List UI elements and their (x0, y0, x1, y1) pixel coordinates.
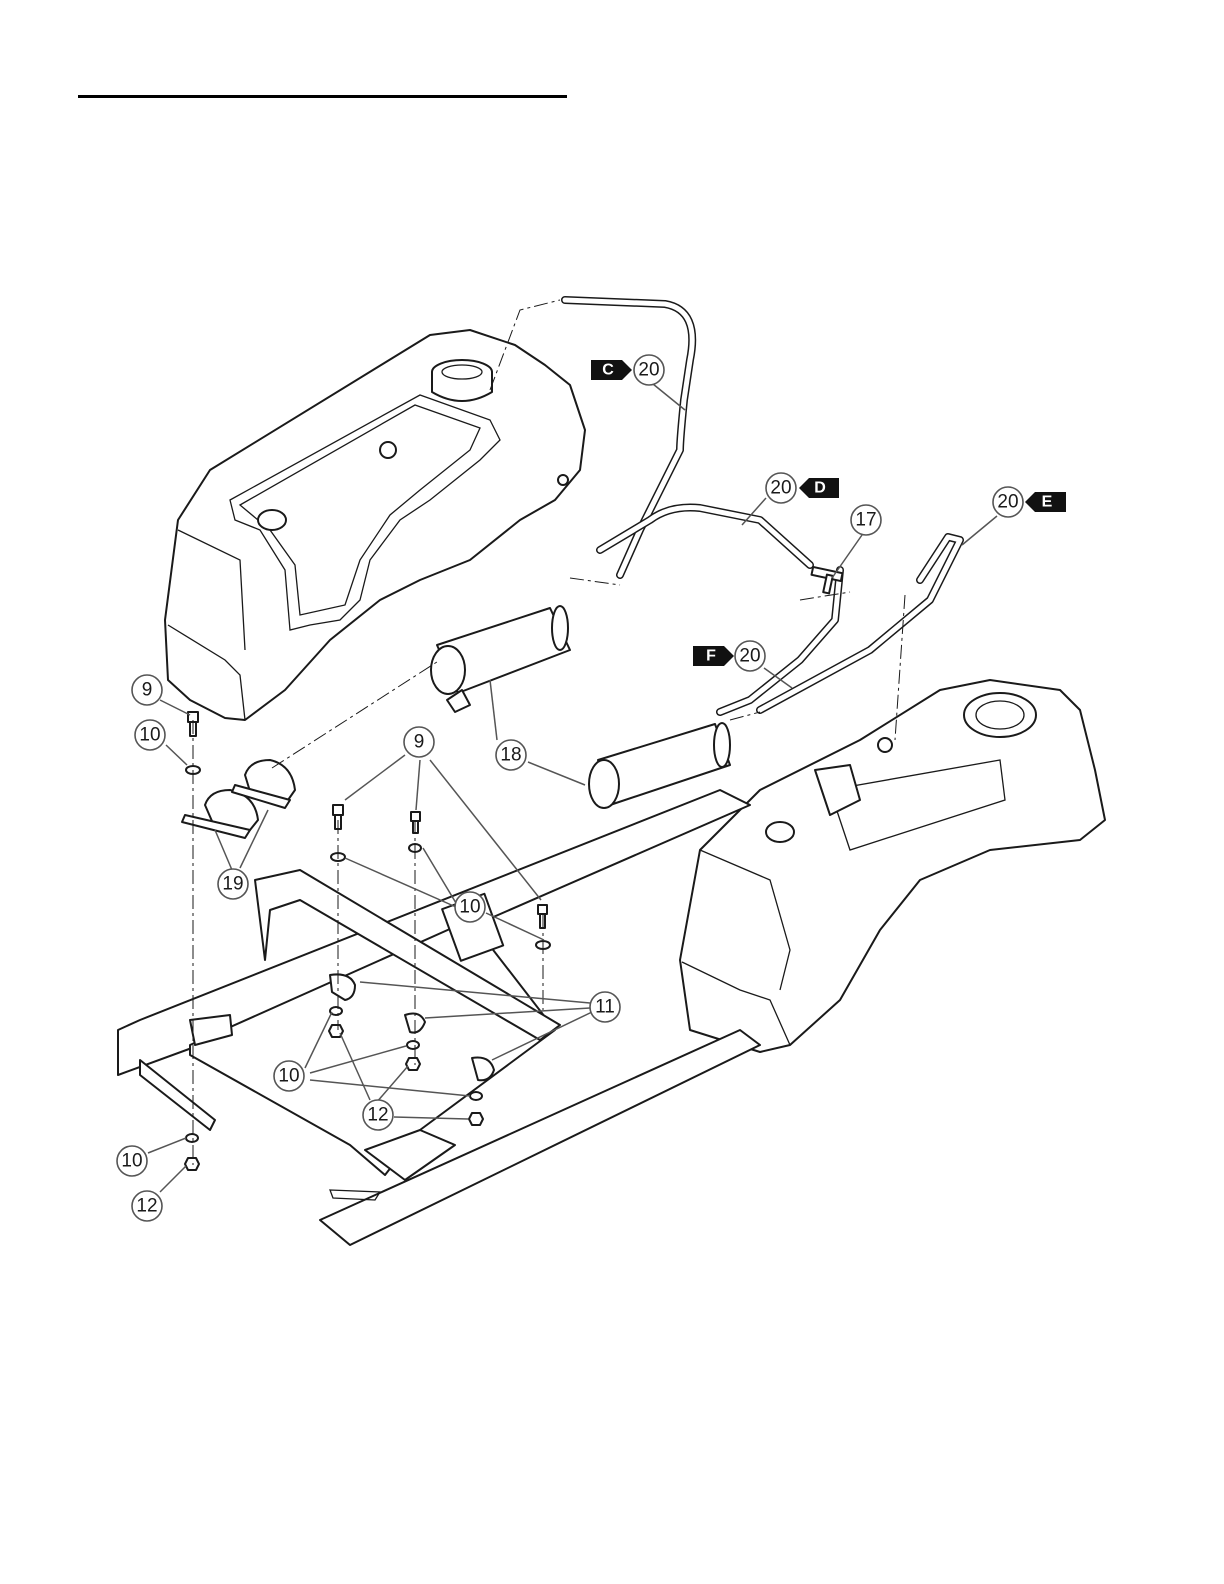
callout-10-lower: 10 (274, 1061, 304, 1091)
svg-text:E: E (1042, 494, 1053, 511)
tank-cap-small (258, 510, 286, 530)
callout-9-left: 9 (132, 675, 162, 705)
svg-text:20: 20 (997, 492, 1018, 513)
callout-10-center: 10 (455, 892, 485, 922)
tag-E: E (1025, 492, 1066, 512)
svg-text:9: 9 (414, 732, 425, 753)
callout-20-c: 20 (634, 355, 664, 385)
right-tank-cap-small (766, 822, 794, 842)
tank-vent-hole (558, 475, 568, 485)
callout-11: 11 (590, 992, 620, 1022)
fuel-filter-upper (431, 606, 570, 712)
svg-text:C: C (602, 362, 614, 379)
svg-text:11: 11 (595, 997, 615, 1018)
callout-20-d: 20 (766, 473, 796, 503)
svg-text:9: 9 (142, 680, 153, 701)
svg-text:20: 20 (770, 478, 791, 499)
callout-12-center: 12 (363, 1100, 393, 1130)
callout-19: 19 (218, 869, 248, 899)
callout-9-center: 9 (404, 727, 434, 757)
callout-20-f: 20 (735, 641, 765, 671)
svg-text:20: 20 (638, 360, 659, 381)
tag-D: D (799, 478, 839, 498)
tag-C: C (591, 360, 632, 380)
svg-text:17: 17 (855, 510, 876, 531)
svg-text:12: 12 (367, 1105, 388, 1126)
callout-10-left-top: 10 (135, 720, 165, 750)
svg-text:10: 10 (121, 1151, 142, 1172)
svg-text:20: 20 (739, 646, 760, 667)
tank-fitting (380, 442, 396, 458)
svg-text:D: D (814, 480, 826, 497)
svg-text:10: 10 (139, 725, 160, 746)
right-fuel-tank (680, 680, 1105, 1052)
callout-20-e: 20 (993, 487, 1023, 517)
tag-F: F (693, 646, 734, 666)
right-filler-neck (964, 693, 1036, 737)
svg-text:10: 10 (459, 897, 480, 918)
callout-10-left-bottom: 10 (117, 1146, 147, 1176)
callout-17: 17 (851, 505, 881, 535)
callout-18: 18 (496, 740, 526, 770)
right-tank-fitting (878, 738, 892, 752)
svg-text:18: 18 (500, 745, 521, 766)
svg-text:10: 10 (278, 1066, 299, 1087)
callout-12-left-bottom: 12 (132, 1191, 162, 1221)
svg-text:19: 19 (222, 874, 243, 895)
svg-text:F: F (706, 648, 716, 665)
svg-text:12: 12 (136, 1196, 157, 1217)
